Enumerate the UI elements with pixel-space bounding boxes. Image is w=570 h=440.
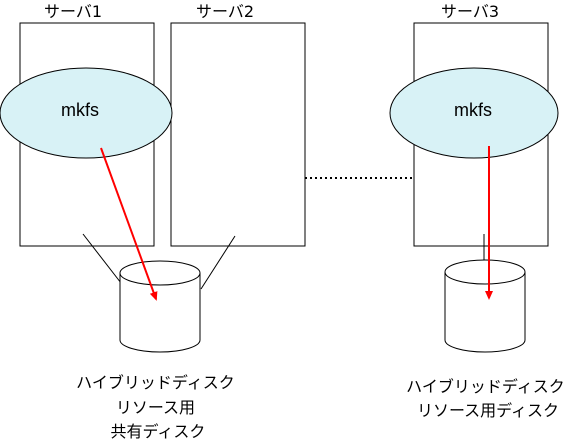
server2-label: サーバ2 — [196, 2, 254, 21]
arrow-mkfs1-to-shared-disk — [100, 147, 158, 301]
connector-line-server2 — [200, 235, 236, 290]
shared-disk-caption-line-2: リソース用 — [116, 398, 195, 417]
local-disk-caption-line-1: ハイブリッドディスク — [406, 377, 565, 396]
shared-disk-cylinder — [119, 260, 201, 353]
shared-disk-caption-line-3: 共有ディスク — [111, 422, 206, 440]
mkfs1-ellipse — [0, 67, 173, 159]
shared-disk-caption: ハイブリッドディスク リソース用 共有ディスク — [76, 373, 240, 440]
mkfs3-label: mkfs — [454, 100, 492, 120]
mkfs3-ellipse — [389, 67, 559, 159]
server2-box — [170, 22, 306, 247]
local-disk-cylinder — [444, 259, 526, 353]
server3-label: サーバ3 — [441, 2, 499, 21]
local-disk-caption: ハイブリッドディスク リソース用ディスク — [406, 377, 570, 420]
local-disk-caption-line-2: リソース用ディスク — [417, 401, 559, 420]
connector-line-server1 — [82, 233, 122, 284]
server1-label: サーバ1 — [44, 2, 102, 21]
shared-disk-caption-line-1: ハイブリッドディスク — [76, 373, 235, 392]
mkfs1-label: mkfs — [61, 100, 99, 120]
